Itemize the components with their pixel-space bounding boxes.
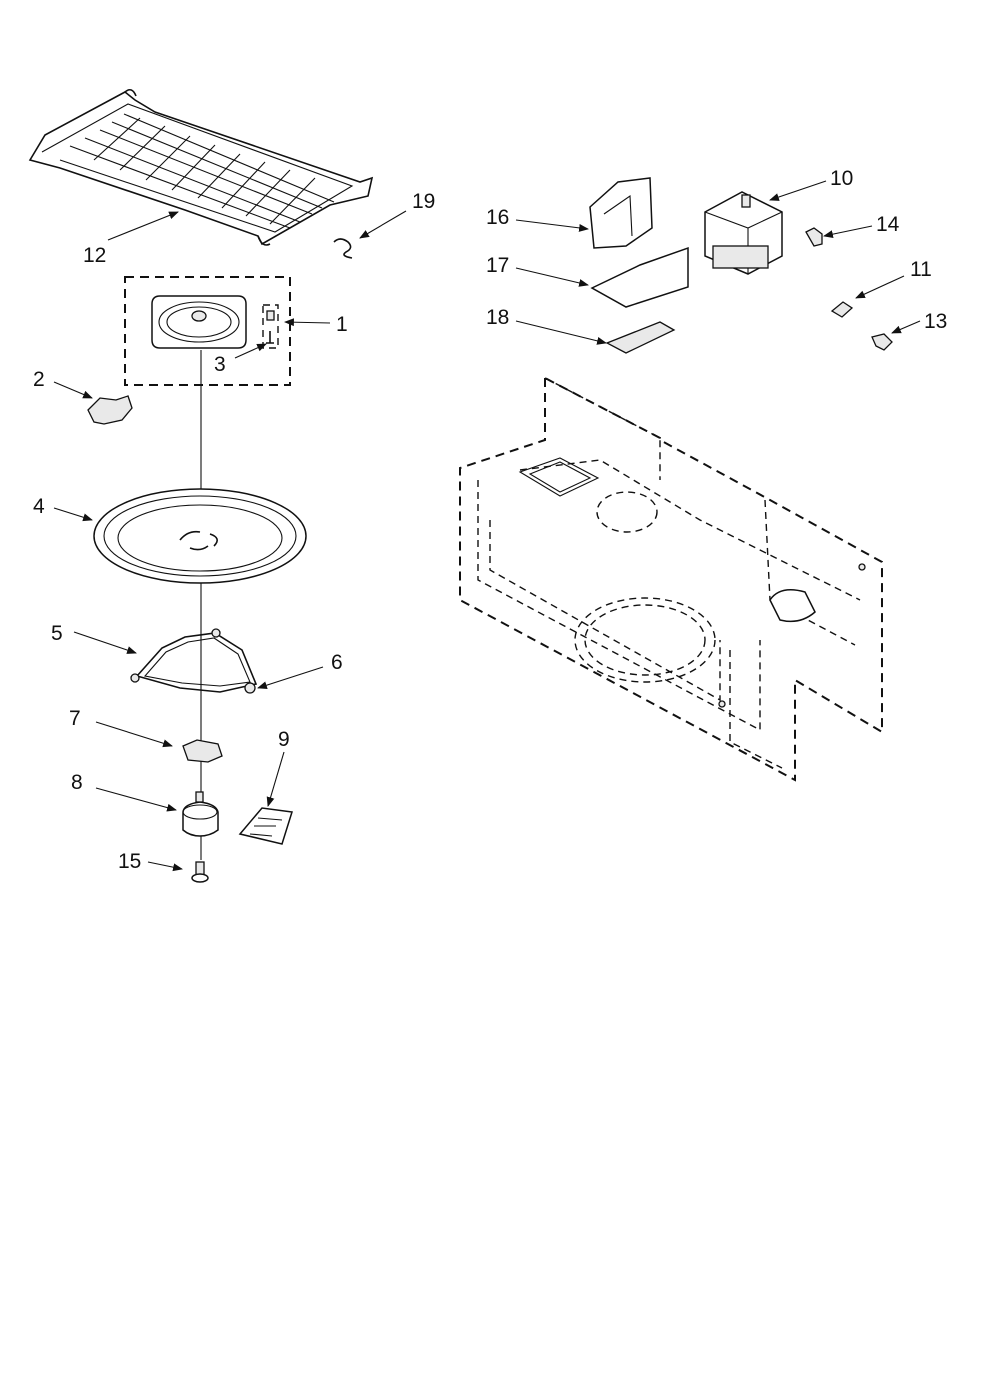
turntable-support-assembly [124, 276, 291, 386]
callout-11: 11 [910, 258, 932, 281]
bracket-part-9 [238, 807, 293, 845]
magnetron-part-10 [704, 191, 783, 275]
callout-2: 2 [33, 368, 45, 391]
bracket-part-16 [589, 177, 653, 249]
callout-3: 3 [214, 353, 226, 376]
callout-labels: 1 2 3 4 5 6 7 8 9 10 11 12 13 14 15 16 1… [33, 167, 947, 873]
screw-part-15 [191, 861, 209, 883]
callout-5: 5 [51, 622, 63, 645]
callout-7: 7 [69, 707, 81, 730]
callout-10: 10 [830, 167, 853, 190]
callout-12: 12 [83, 244, 106, 267]
roller-ring-part-5 [130, 628, 258, 694]
leader-arrows [53, 180, 921, 872]
callout-18: 18 [486, 306, 509, 329]
screw-part-13 [871, 333, 893, 351]
callout-1: 1 [336, 313, 348, 336]
drive-coupler-part-7 [182, 739, 223, 763]
glass-tray-part-4 [93, 488, 307, 584]
callout-15: 15 [118, 850, 141, 873]
wire-rack-part-12 [28, 88, 374, 246]
callout-6: 6 [331, 651, 343, 674]
callout-8: 8 [71, 771, 83, 794]
plate-part-17 [590, 246, 689, 308]
turntable-motor-part-8 [182, 791, 219, 837]
screw-part-14 [805, 227, 823, 247]
callout-14: 14 [876, 213, 900, 236]
callout-16: 16 [486, 206, 509, 229]
coupler-part-2 [87, 395, 133, 425]
callout-9: 9 [278, 728, 290, 751]
clip-part-19 [333, 238, 353, 259]
callout-13: 13 [924, 310, 947, 333]
clip-part-11 [830, 301, 854, 318]
cavity-frame [459, 376, 883, 782]
callout-17: 17 [486, 254, 509, 277]
callout-19: 19 [412, 190, 435, 213]
guide-part-18 [605, 321, 676, 354]
callout-4: 4 [33, 495, 45, 518]
